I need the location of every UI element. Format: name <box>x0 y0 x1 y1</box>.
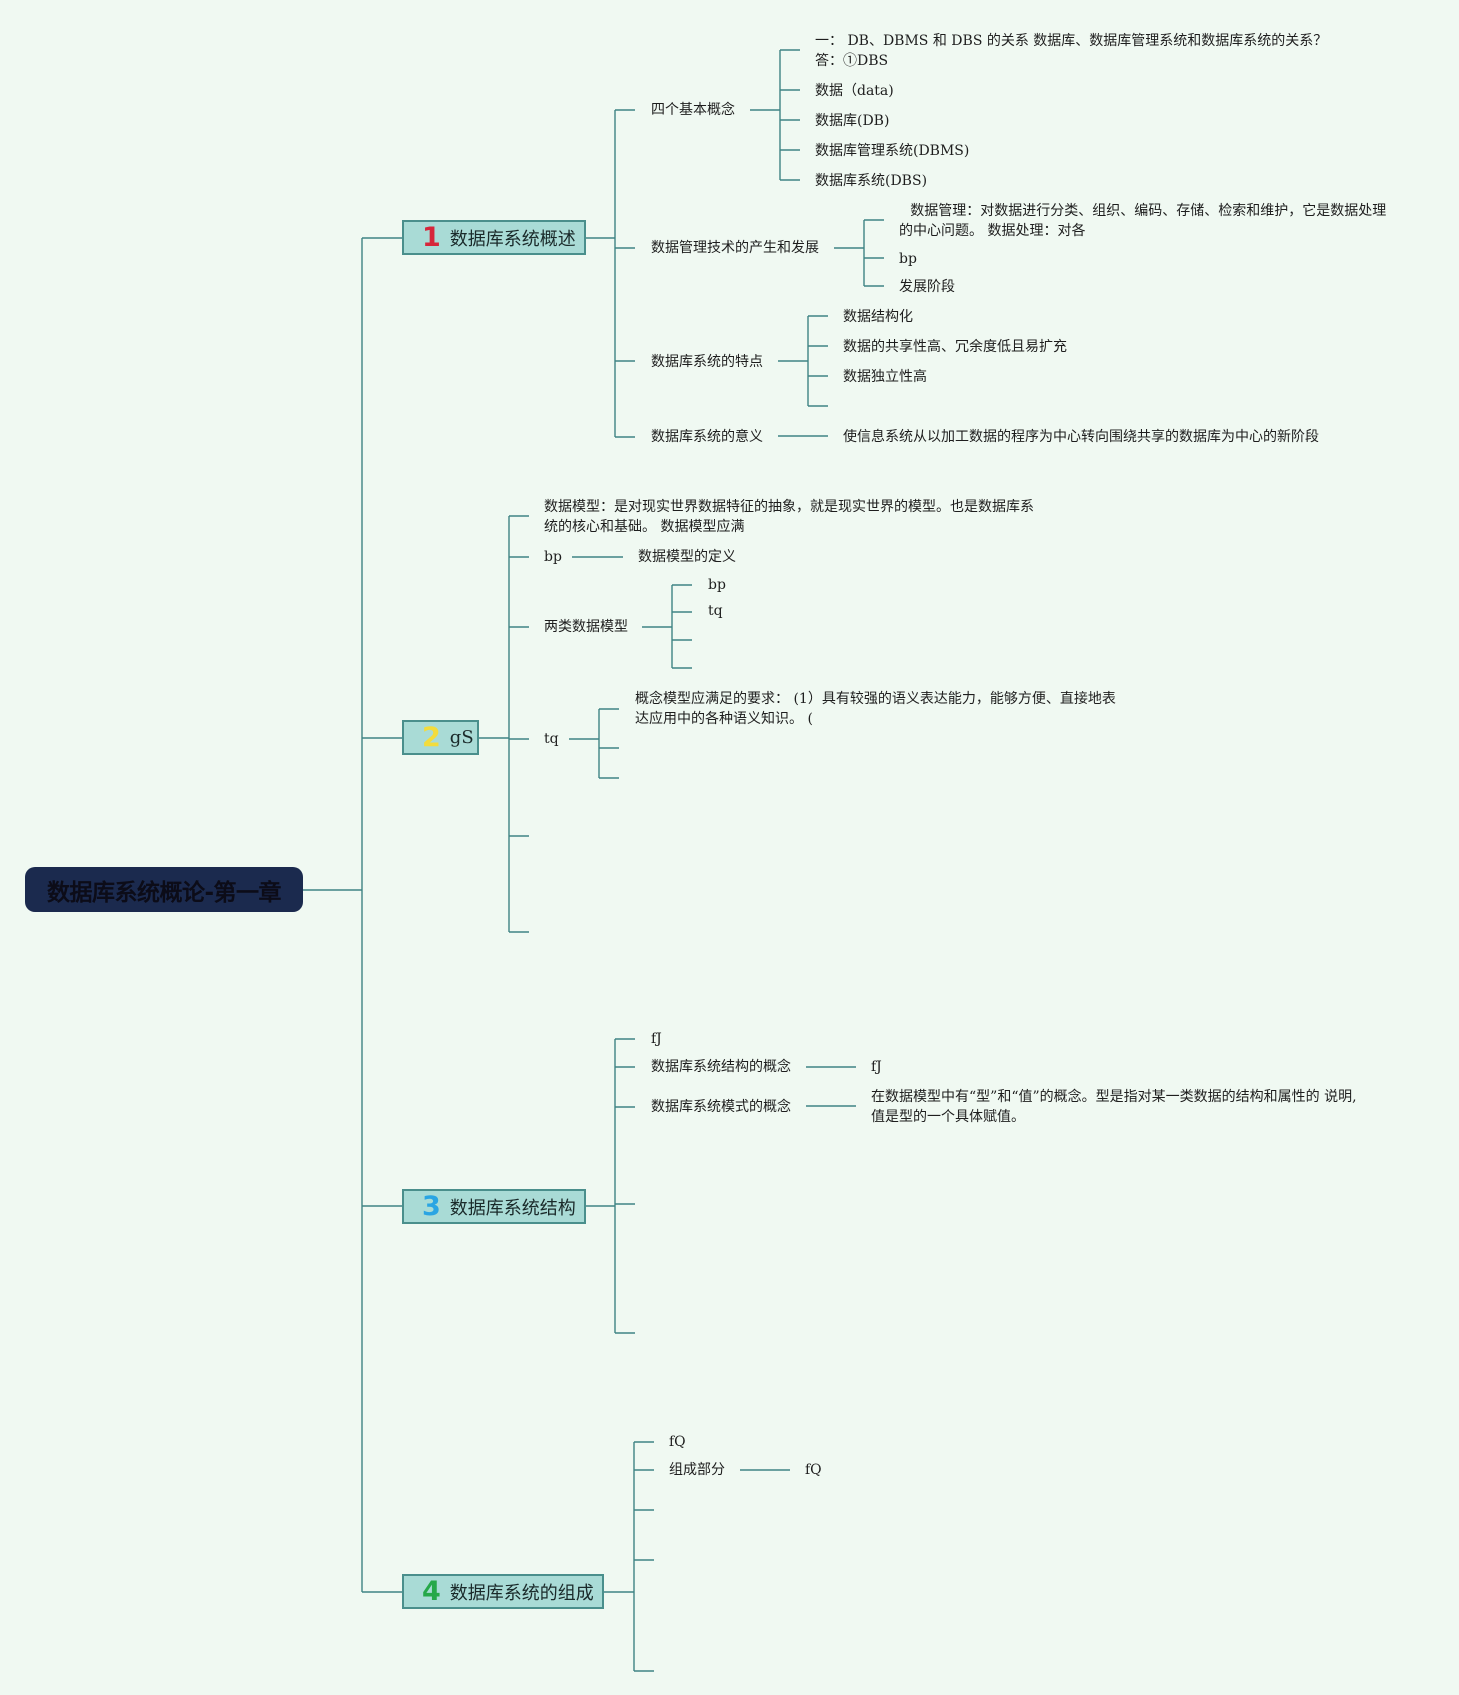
concept-item[interactable]: 答：①DBS <box>815 53 889 69</box>
model-type-item[interactable]: tq <box>708 603 723 619</box>
section-4-label: 数据库系统的组成 <box>449 1582 594 1604</box>
concept-model-requirement-line1[interactable]: 概念模型应满足的要求： (1）具有较强的语义表达能力，能够方便、直接地表 <box>635 691 1116 707</box>
concept-item[interactable]: 一： DB、DBMS 和 DBS 的关系 数据库、数据库管理系统和数据库系统的关… <box>815 33 1328 49</box>
model-type-item[interactable]: bp <box>708 577 726 593</box>
components-top-item[interactable]: fQ <box>669 1434 686 1450</box>
section-1-label: 数据库系统概述 <box>449 228 576 250</box>
model-definition-line2[interactable]: 统的核心和基础。 数据模型应满 <box>544 519 745 535</box>
section-2-node[interactable]: 2 gS <box>402 720 479 755</box>
section-4-number: 4 <box>422 1576 441 1607</box>
dm-item[interactable]: 数据管理：对数据进行分类、组织、编码、存储、检索和维护，它是数据处理 <box>899 203 1387 219</box>
feature-item[interactable]: 数据结构化 <box>843 309 913 325</box>
root-title: 数据库系统概论-第一章 <box>46 879 282 906</box>
topic-db-features[interactable]: 数据库系统的特点 <box>651 354 763 370</box>
model-tq-node[interactable]: tq <box>544 731 559 747</box>
topic-data-management[interactable]: 数据管理技术的产生和发展 <box>651 240 819 256</box>
topic-components[interactable]: 组成部分 <box>669 1462 725 1478</box>
feature-item[interactable]: 数据独立性高 <box>843 369 927 385</box>
schema-concept-line2[interactable]: 值是型的一个具体赋值。 <box>871 1109 1025 1125</box>
concept-model-requirement-line2[interactable]: 达应用中的各种语义知识。 ( <box>635 711 813 727</box>
model-bp-value[interactable]: 数据模型的定义 <box>638 549 736 565</box>
section-1-node[interactable]: 1 数据库系统概述 <box>402 220 586 255</box>
topic-two-model-types[interactable]: 两类数据模型 <box>544 619 628 635</box>
section-4-node[interactable]: 4 数据库系统的组成 <box>402 1574 604 1609</box>
topic-four-concepts[interactable]: 四个基本概念 <box>651 102 735 118</box>
section-2-label: gS <box>449 727 474 748</box>
topic-db-meaning[interactable]: 数据库系统的意义 <box>651 429 763 445</box>
section-3-node[interactable]: 3 数据库系统结构 <box>402 1189 586 1224</box>
concept-item[interactable]: 数据库系统(DBS) <box>815 173 928 189</box>
feature-item[interactable]: 数据的共享性高、冗余度低且易扩充 <box>843 339 1067 355</box>
topic-structure-concept[interactable]: 数据库系统结构的概念 <box>651 1059 791 1075</box>
structure-concept-value[interactable]: fJ <box>871 1059 882 1075</box>
section-2-number: 2 <box>422 722 441 753</box>
schema-concept-line1[interactable]: 在数据模型中有“型”和“值”的概念。型是指对某一类数据的结构和属性的 说明, <box>871 1089 1357 1105</box>
model-definition-line1[interactable]: 数据模型：是对现实世界数据特征的抽象，就是现实世界的模型。也是数据库系 <box>544 499 1034 515</box>
root-node[interactable]: 数据库系统概论-第一章 <box>25 867 303 912</box>
dm-item[interactable]: 的中心问题。 数据处理：对各 <box>899 223 1086 239</box>
section-3-number: 3 <box>422 1191 441 1222</box>
concept-item[interactable]: 数据库管理系统(DBMS) <box>815 143 970 159</box>
concept-item[interactable]: 数据库(DB) <box>815 113 890 129</box>
model-bp-node[interactable]: bp <box>544 549 562 565</box>
concept-item[interactable]: 数据（data) <box>815 83 894 99</box>
section-3-label: 数据库系统结构 <box>449 1197 576 1219</box>
dm-item[interactable]: bp <box>899 251 917 267</box>
topic-schema-concept[interactable]: 数据库系统模式的概念 <box>651 1099 791 1115</box>
section-1-number: 1 <box>422 222 441 253</box>
meaning-value[interactable]: 使信息系统从以加工数据的程序为中心转向围绕共享的数据库为中心的新阶段 <box>843 429 1319 445</box>
dm-item[interactable]: 发展阶段 <box>899 279 955 295</box>
components-value[interactable]: fQ <box>805 1462 822 1478</box>
structure-top-item[interactable]: fJ <box>651 1031 662 1047</box>
